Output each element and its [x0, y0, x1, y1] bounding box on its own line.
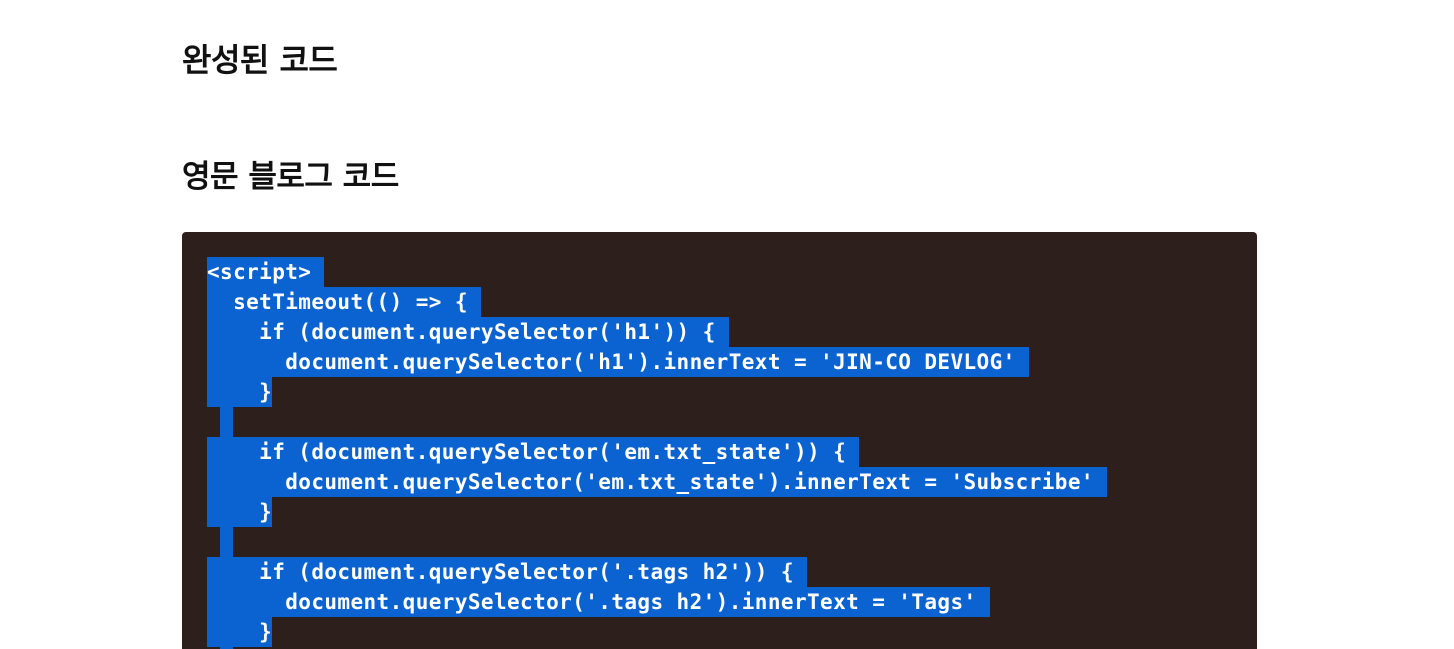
selected-code-text: }: [207, 617, 273, 647]
code-line: setTimeout(() => {: [207, 287, 1107, 317]
code-line: if (document.querySelector('.tags h2')) …: [207, 557, 1107, 587]
code-line: }: [207, 377, 1107, 407]
code-line: if (document.querySelector('h1')) {: [207, 317, 1107, 347]
selected-code-text: if (document.querySelector('em.txt_state…: [207, 437, 860, 467]
code-line: document.querySelector('h1').innerText =…: [207, 347, 1107, 377]
selected-code-text: document.querySelector('h1').innerText =…: [207, 347, 1029, 377]
selected-code-text: setTimeout(() => {: [207, 287, 481, 317]
code-line: document.querySelector('.tags h2').inner…: [207, 587, 1107, 617]
selected-code-text: }: [207, 497, 273, 527]
code-line-blank: [207, 527, 1107, 557]
selected-blank-line: [220, 527, 233, 557]
selected-blank-line: [220, 647, 233, 649]
page-title: 완성된 코드: [182, 41, 338, 79]
code-line-blank: [207, 407, 1107, 437]
code-line: }: [207, 497, 1107, 527]
selected-code-text: if (document.querySelector('.tags h2')) …: [207, 557, 807, 587]
code-line: document.querySelector('em.txt_state').i…: [207, 467, 1107, 497]
code-block[interactable]: <script> setTimeout(() => { if (document…: [182, 232, 1257, 649]
code-line-blank: [207, 647, 1107, 649]
code-line: <script>: [207, 257, 1107, 287]
selected-code-text: if (document.querySelector('h1')) {: [207, 317, 729, 347]
selected-code-text: <script>: [207, 257, 325, 287]
selected-code-text: }: [207, 377, 273, 407]
selected-code-text: document.querySelector('em.txt_state').i…: [207, 467, 1107, 497]
code-line: }: [207, 617, 1107, 647]
selected-blank-line: [220, 407, 233, 437]
selected-code-text: document.querySelector('.tags h2').inner…: [207, 587, 990, 617]
section-heading: 영문 블로그 코드: [182, 159, 399, 195]
code-line: if (document.querySelector('em.txt_state…: [207, 437, 1107, 467]
code-content[interactable]: <script> setTimeout(() => { if (document…: [207, 257, 1107, 649]
